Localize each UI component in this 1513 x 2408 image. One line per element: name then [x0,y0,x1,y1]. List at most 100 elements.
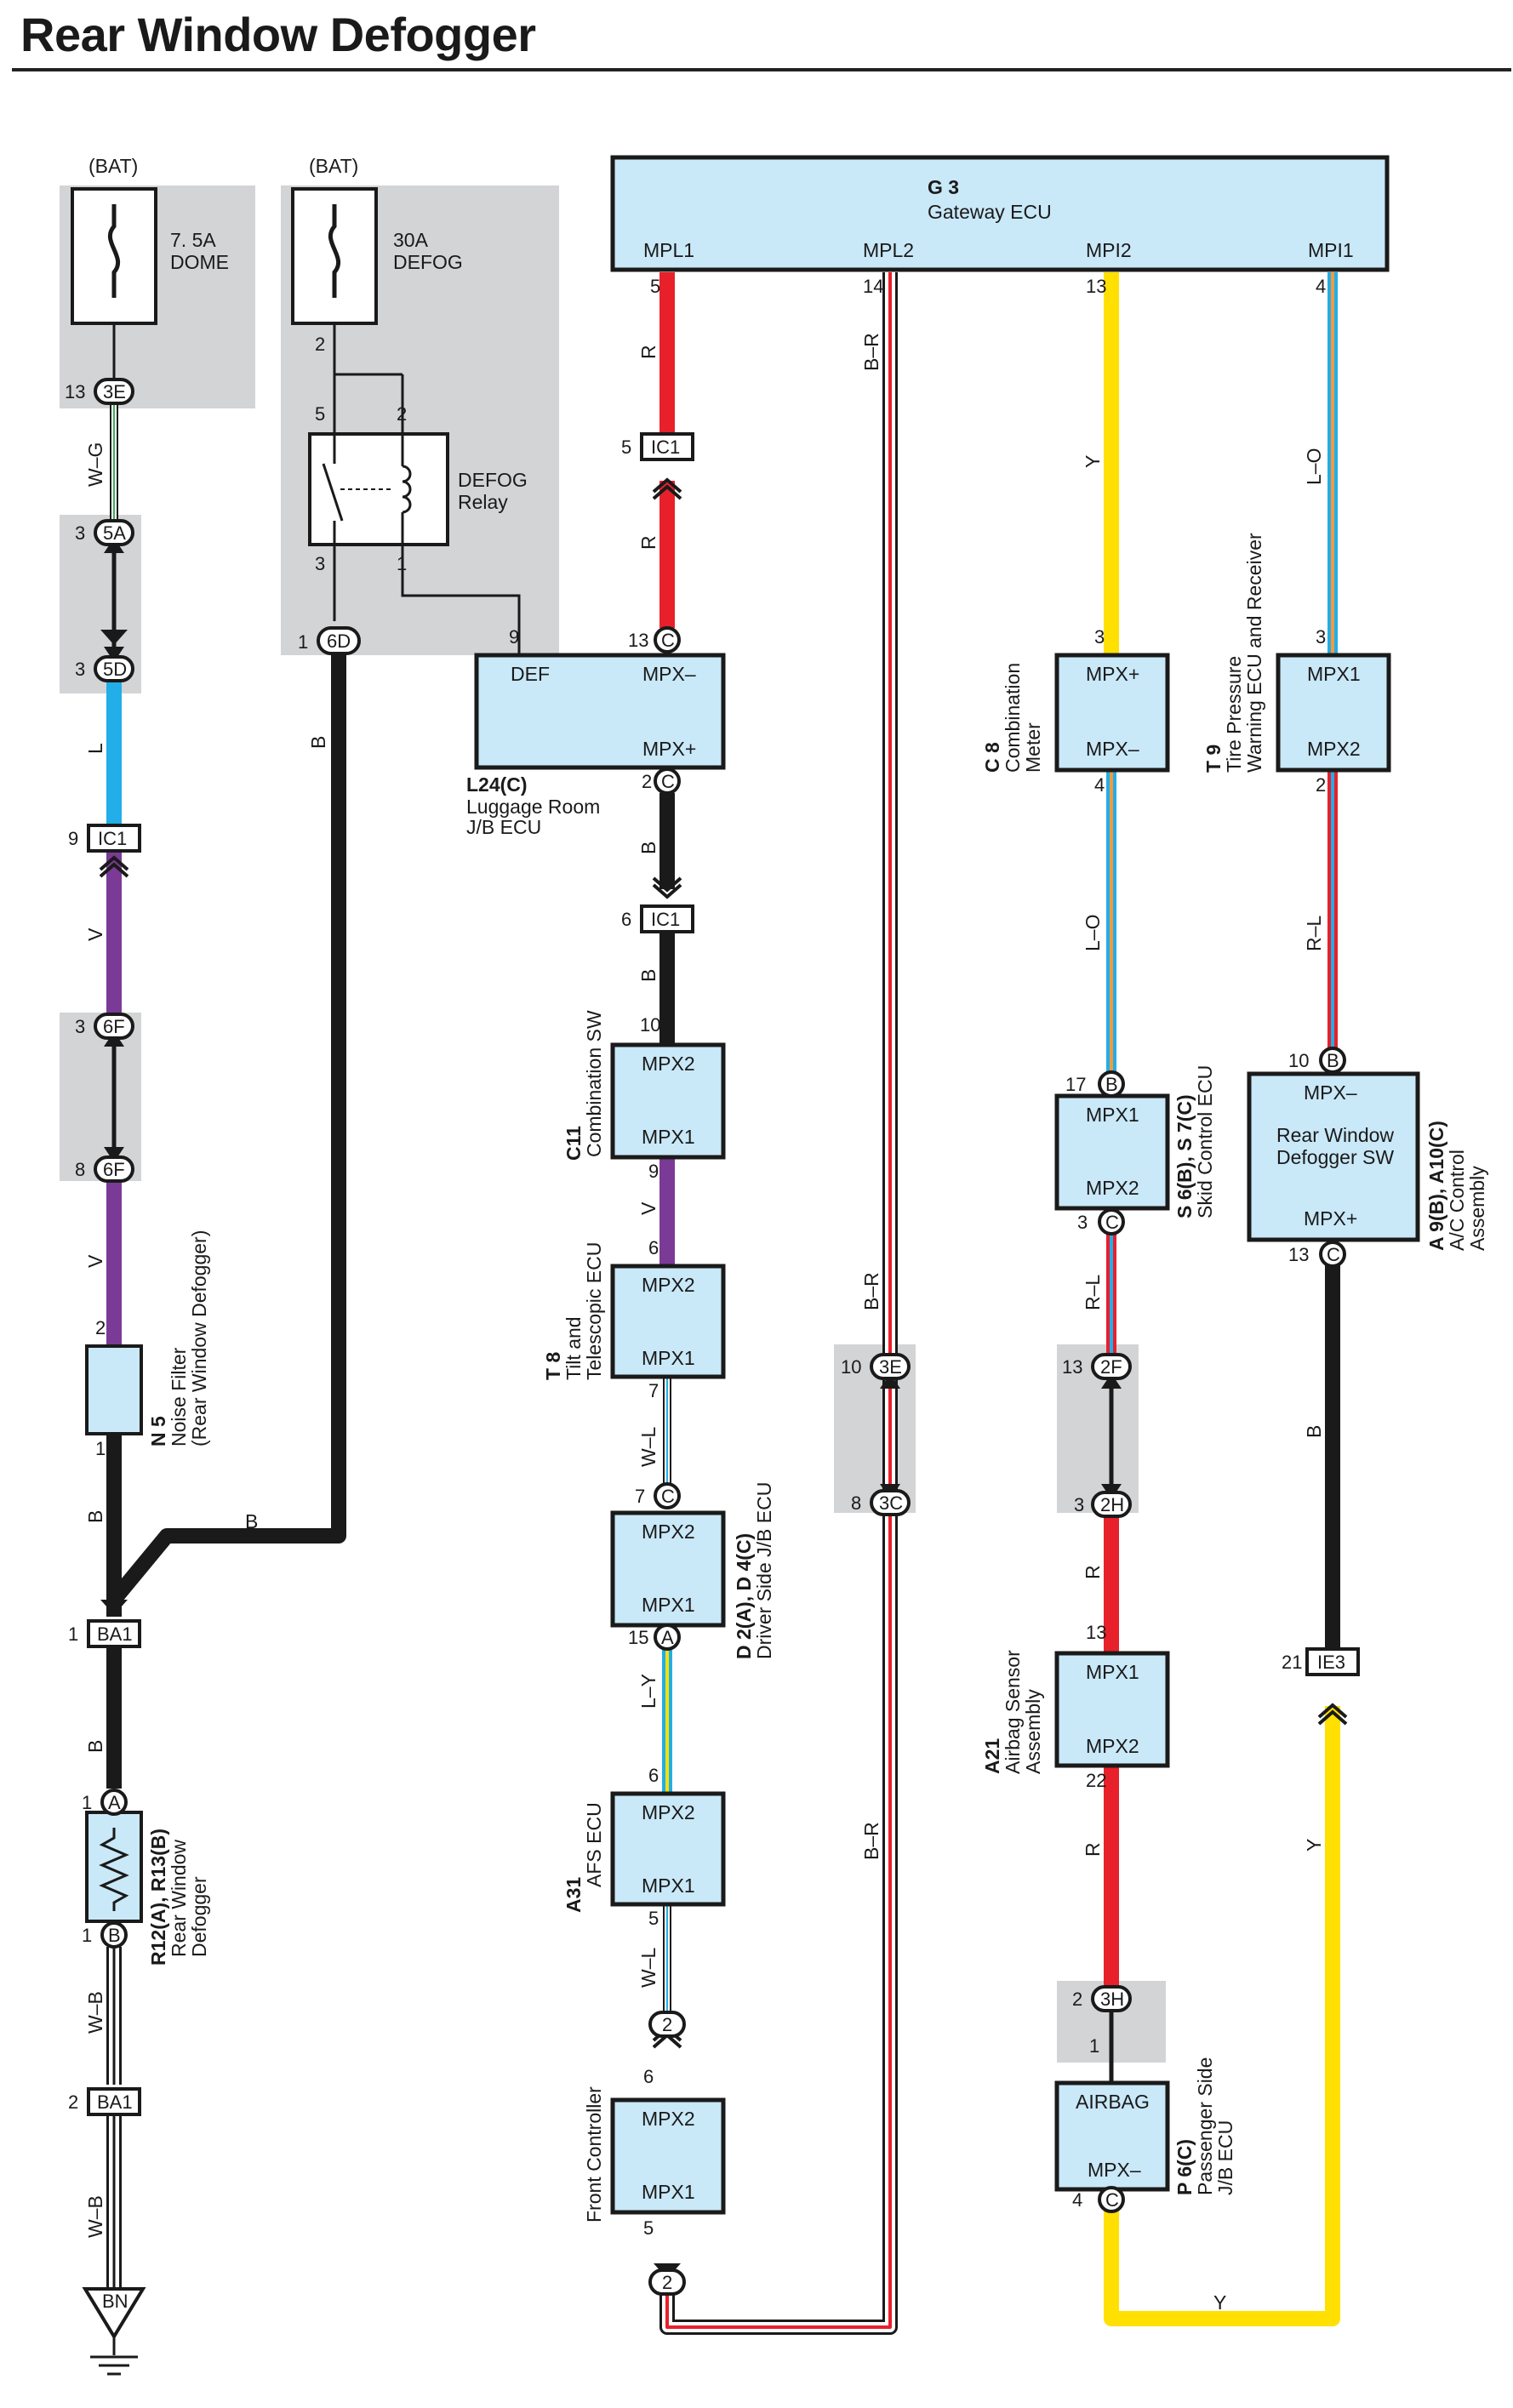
svg-text:W–L: W–L [637,1948,659,1989]
a21-line2: Assembly [1022,1689,1044,1774]
conn-s6-c: C [1098,1208,1125,1235]
svg-text:IE3: IE3 [1317,1652,1345,1673]
svg-text:V: V [84,927,106,941]
svg-text:15: 15 [628,1627,648,1648]
svg-text:R: R [637,535,659,550]
t9-line1: Tire Pressure [1223,656,1245,773]
svg-text:2: 2 [662,2014,672,2035]
conn-5d: 5D [94,655,134,682]
svg-text:B: B [307,736,329,749]
ac-mpx-plus: MPX+ [1304,1207,1357,1230]
tire-pressure-ecu: MPX1 MPX2 T 9 Tire Pressure Warning ECU … [1202,533,1391,773]
conn-defogger-b: B [100,1921,128,1949]
svg-text:3: 3 [1077,1212,1088,1233]
svg-text:W–B: W–B [84,1991,106,2034]
oval-connectors: 3E 5A 5D 6F 6F 6D A B C C C A 2 2 3E 3C … [94,378,1346,2296]
conn-ba1-bottom: BA1 [87,2087,141,2116]
conn-5a: 5A [94,519,134,546]
svg-text:IC1: IC1 [98,828,127,849]
r12-code: R12(A), R13(B) [147,1829,169,1966]
svg-text:V: V [637,1201,659,1215]
svg-text:2: 2 [1316,774,1326,796]
conn-s6-b: B [1098,1070,1125,1098]
svg-text:Y: Y [1213,2291,1226,2314]
svg-text:Y: Y [1082,455,1104,468]
svg-text:2: 2 [1072,1989,1082,2010]
svg-text:22: 22 [1086,1770,1106,1791]
conn-3e: 3E [870,1353,911,1380]
svg-text:R: R [1082,1565,1104,1579]
svg-text:8: 8 [75,1159,85,1180]
d2-mpx1: MPX1 [642,1594,695,1616]
svg-text:2: 2 [397,403,407,425]
svg-text:2: 2 [315,334,325,355]
svg-text:6: 6 [643,2066,654,2087]
wire-b-merge [108,655,346,1605]
svg-text:2: 2 [662,2272,672,2293]
bat-label-1: (BAT) [88,155,138,177]
conn-ac-b: B [1319,1047,1346,1074]
svg-text:3: 3 [75,659,85,680]
svg-text:W–B: W–B [84,2195,106,2238]
passenger-side-jb-ecu: AIRBAG MPX– P 6(C) Passenger Side J/B EC… [1054,2057,1236,2195]
gateway-mpl1: MPL1 [643,239,694,261]
svg-text:R–L: R–L [1303,916,1325,951]
svg-text:B–R: B–R [860,1822,882,1860]
c8-mpx-plus: MPX+ [1086,663,1139,685]
conn-ic1-left: IC1 [87,824,141,853]
coil-icon [402,465,412,514]
d2-code: D 2(A), D 4(C) [733,1533,755,1659]
svg-text:9: 9 [68,828,78,849]
svg-text:4: 4 [1094,774,1105,796]
resistor-icon [99,1828,129,1911]
svg-text:5: 5 [643,2217,654,2239]
c11-mpx1: MPX1 [642,1126,695,1148]
title-rule [12,68,1511,71]
l24-line1: Luggage Room [466,796,600,818]
skid-control-ecu: MPX1 MPX2 S 6(B), S 7(C) Skid Control EC… [1054,1065,1216,1218]
ac-sw-2: Defogger SW [1276,1146,1394,1168]
gateway-code: G 3 [928,176,959,198]
svg-text:B: B [1327,1050,1339,1071]
svg-text:13: 13 [628,630,648,651]
ac-control-assembly: MPX– Rear Window Defogger SW MPX+ A 9(B)… [1247,1071,1488,1251]
r12-line1: Rear Window [168,1840,190,1957]
svg-text:13: 13 [1086,276,1106,297]
conn-ac-c: C [1319,1241,1346,1268]
conn-l24-c-top: C [654,626,681,653]
svg-text:R: R [637,345,659,359]
svg-text:10: 10 [640,1014,660,1036]
noise-filter: N 5 Noise Filter (Rear Window Defogger) [85,1230,210,1447]
triangle-arrows [100,630,1125,2279]
svg-text:6: 6 [648,1765,659,1786]
s6-mpx2: MPX2 [1086,1177,1139,1199]
a31-mpx1: MPX1 [642,1874,695,1897]
switch-icon [322,463,344,522]
ac-mpx-minus: MPX– [1304,1081,1357,1104]
d2-name: Driver Side J/B ECU [753,1482,775,1659]
fuse-icon [107,204,121,298]
svg-text:9: 9 [509,626,519,648]
ground-bn: BN [82,2287,146,2376]
c11-code: C11 [562,1126,585,1161]
page-title: Rear Window Defogger [20,8,536,61]
p6-mpx-minus: MPX– [1088,2159,1141,2181]
svg-text:5: 5 [648,1908,659,1929]
t9-mpx1: MPX1 [1307,663,1361,685]
svg-text:6: 6 [621,909,631,930]
bat-label-2: (BAT) [309,155,358,177]
svg-text:1: 1 [68,1623,78,1645]
svg-text:A: A [108,1792,121,1813]
conn-3h: 3H [1091,1985,1132,2012]
t9-line2: Warning ECU and Receiver [1243,533,1265,773]
svg-text:C: C [661,771,675,792]
conn-6d: 6D [317,626,361,655]
svg-text:7: 7 [648,1380,659,1401]
a21-mpx2: MPX2 [1086,1735,1139,1757]
svg-text:6: 6 [648,1237,659,1258]
conn-2h: 2H [1091,1491,1132,1518]
svg-text:2: 2 [68,2091,78,2113]
t9-mpx2: MPX2 [1307,738,1361,760]
svg-text:B: B [637,969,659,982]
t8-line1: Tilt and [562,1316,585,1380]
